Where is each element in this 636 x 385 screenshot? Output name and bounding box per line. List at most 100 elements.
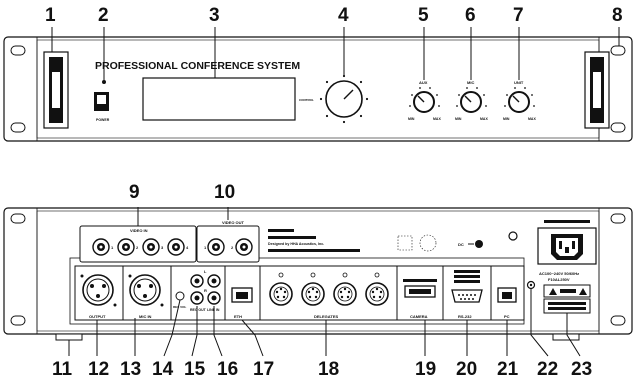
bnc-connector — [167, 238, 185, 256]
rubber-foot — [55, 333, 83, 341]
rec-out-label: REC OUT — [190, 308, 207, 312]
ground-terminal — [526, 280, 536, 290]
callout-21: 21 — [497, 359, 519, 380]
bnc-connector — [92, 238, 110, 256]
rear-bottom-leaders — [68, 289, 581, 357]
callout-17: 17 — [253, 359, 274, 380]
rear-bottom-callouts: 11 12 13 14 15 16 17 18 19 20 21 22 23 — [52, 359, 592, 380]
front-callouts: 1 2 3 4 5 6 7 8 — [45, 5, 623, 26]
min-label: MIN — [408, 117, 415, 121]
dc-jack — [475, 240, 483, 248]
callout-5: 5 — [418, 5, 429, 26]
aux-knob: AUX MIN MAX — [408, 80, 441, 121]
callout-11: 11 — [52, 359, 73, 380]
mic-in-label: MIC IN — [139, 314, 152, 319]
rubber-foot — [552, 333, 580, 341]
pc-label: PC — [504, 314, 510, 319]
din-connector — [269, 282, 293, 306]
fuse-text: F10AL250V — [548, 277, 570, 282]
output-xlr-connector: OUTPUT — [74, 265, 124, 321]
max-label: MAX — [433, 117, 441, 121]
min-label: MIN — [503, 117, 510, 121]
knob-label: CONTROL — [299, 98, 314, 102]
front-panel: PROFESSIONAL CONFERENCE SYSTEM POWER CON… — [3, 36, 633, 142]
rca-section: REC VOL L R REC OUT LINE IN — [170, 265, 226, 321]
callout-9: 9 — [129, 182, 140, 203]
pc-port: PC — [490, 265, 525, 321]
mic-in-xlr-connector: MIC IN — [122, 265, 172, 321]
bnc-connector — [142, 238, 160, 256]
callout-4: 4 — [338, 5, 349, 26]
callout-18: 18 — [318, 359, 339, 380]
dc-mark: DC — [458, 242, 464, 247]
callout-1: 1 — [45, 5, 56, 26]
callout-2: 2 — [98, 5, 109, 26]
callout-13: 13 — [120, 359, 141, 380]
video-in-group: VIDEO IN 1 2 3 4 — [79, 225, 197, 263]
rs232-port: RS-232 — [442, 265, 492, 321]
callout-10: 10 — [214, 182, 235, 203]
mic-label: MIC — [467, 80, 474, 85]
callout-20: 20 — [456, 359, 477, 380]
callout-3: 3 — [209, 5, 220, 26]
mount-slot — [10, 122, 26, 133]
display-window — [142, 77, 296, 121]
aux-label: AUX — [419, 80, 428, 85]
designed-by-text: Designed by HHA Acoustics, Inc. — [268, 242, 324, 246]
rca-r-label: R — [204, 288, 207, 293]
rear-info-text: Designed by HHA Acoustics, Inc. — [268, 229, 360, 252]
mount-slot — [610, 122, 626, 133]
delegates-label: DELEGATES — [314, 314, 338, 319]
rec-vol-label: REC VOL — [173, 305, 187, 309]
screw-hole — [508, 231, 518, 241]
power-inlet: AC100~240V 50/60Hz F10AL250V — [537, 220, 597, 314]
unit-label: UNIT — [514, 80, 524, 85]
video-in-label: VIDEO IN — [130, 228, 148, 233]
dashed-area — [419, 234, 437, 252]
line-in-label: LINE IN — [207, 308, 220, 312]
video-in-1: 1 — [111, 245, 114, 250]
mount-slot — [10, 45, 26, 56]
bnc-connector — [117, 238, 135, 256]
power-switch: POWER — [94, 80, 110, 122]
callout-15: 15 — [184, 359, 206, 380]
callout-6: 6 — [465, 5, 476, 26]
rear-top-leaders — [137, 207, 229, 226]
output-label: OUTPUT — [89, 314, 106, 319]
rs232-label: RS-232 — [458, 314, 472, 319]
callout-12: 12 — [88, 359, 109, 380]
unit-knob: UNIT MIN MAX — [503, 80, 536, 121]
bnc-connector — [235, 238, 253, 256]
din-connector — [365, 282, 389, 306]
callout-16: 16 — [217, 359, 238, 380]
eth-port: ETH — [224, 265, 261, 321]
video-in-4: 4 — [186, 245, 189, 250]
video-out-1: 1 — [204, 245, 207, 250]
front-leaders — [51, 27, 620, 80]
video-in-2: 2 — [136, 245, 139, 250]
camera-port: CAMERA — [396, 265, 444, 321]
eth-label: ETH — [234, 314, 242, 319]
din-connector — [333, 282, 357, 306]
max-label: MAX — [480, 117, 488, 121]
callout-19: 19 — [415, 359, 436, 380]
dashed-area — [397, 235, 413, 251]
right-handle — [584, 51, 610, 129]
delegates-connectors: DELEGATES — [259, 265, 398, 321]
main-knob: CONTROL — [299, 74, 369, 124]
callout-22: 22 — [537, 359, 558, 380]
video-in-3: 3 — [161, 245, 164, 250]
callout-23: 23 — [571, 359, 592, 380]
callout-14: 14 — [152, 359, 174, 380]
power-label: POWER — [96, 118, 110, 122]
min-label: MIN — [455, 117, 462, 121]
mic-knob: MIC MIN MAX — [455, 80, 488, 121]
video-out-group: VIDEO OUT 1 2 — [196, 220, 260, 263]
rear-panel: VIDEO IN 1 2 3 4 VI — [3, 207, 633, 341]
bnc-connector — [207, 238, 225, 256]
video-out-label: VIDEO OUT — [222, 220, 245, 225]
rca-l-label: L — [204, 269, 207, 274]
din-connector — [301, 282, 325, 306]
camera-label: CAMERA — [410, 314, 428, 319]
